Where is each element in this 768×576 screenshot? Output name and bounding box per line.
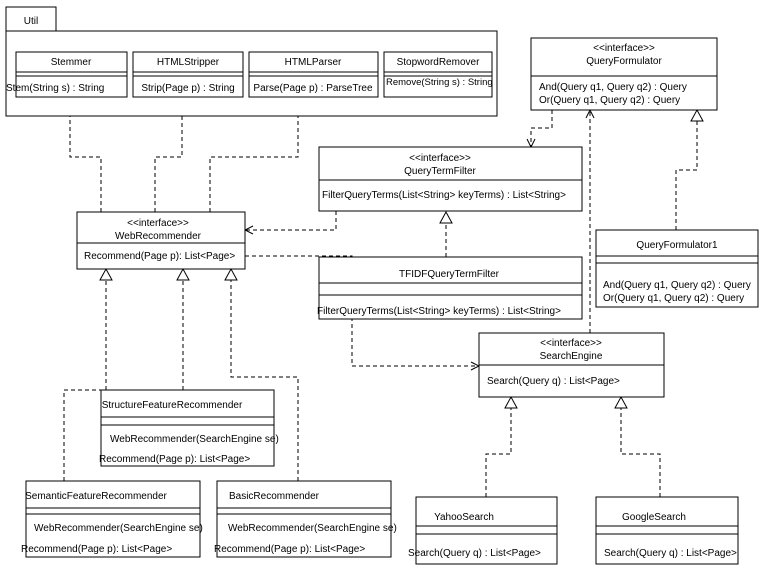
- class-method: Recommend(Page p): List<Page>: [214, 544, 365, 555]
- interface-searchengine[interactable]: <<interface>> SearchEngine Search(Query …: [478, 332, 665, 398]
- class-yahoosearch[interactable]: YahooSearch Search(Query q) : List<Page>: [408, 496, 558, 565]
- class-htmlstripper[interactable]: HTMLStripper Strip(Page p) : String: [132, 51, 244, 98]
- class-name: SemanticFeatureRecommender: [25, 491, 167, 502]
- class-name: HTMLStripper: [157, 57, 220, 68]
- class-googlesearch[interactable]: GoogleSearch Search(Query q) : List<Page…: [595, 496, 739, 565]
- class-name: GoogleSearch: [622, 512, 686, 523]
- class-name: SearchEngine: [540, 351, 603, 362]
- stereotype: <<interface>>: [409, 153, 471, 164]
- class-tfidf-querytermfilter[interactable]: TFIDFQueryTermFilter FilterQueryTerms(Li…: [317, 256, 583, 320]
- class-name: HTMLParser: [285, 57, 342, 68]
- class-stopwordremover[interactable]: StopwordRemover Remove(String s) : Strin…: [383, 51, 493, 98]
- class-name: Stemmer: [51, 57, 92, 68]
- class-method: Stem(String s) : String: [6, 83, 104, 94]
- class-name: WebRecommender: [115, 231, 202, 242]
- class-method: And(Query q1, Query q2) : Query: [603, 280, 751, 291]
- class-method: Or(Query q1, Query q2) : Query: [603, 293, 744, 304]
- class-basicrecommender[interactable]: BasicRecommender WebRecommender(SearchEn…: [214, 480, 397, 558]
- interface-queryformulator[interactable]: <<interface>> QueryFormulator And(Query …: [530, 37, 718, 111]
- class-semanticfeaturerecommender[interactable]: SemanticFeatureRecommender WebRecommende…: [21, 480, 203, 558]
- class-method: FilterQueryTerms(List<String> keyTerms) …: [322, 190, 566, 201]
- class-structurefeaturerecommender[interactable]: StructureFeatureRecommender WebRecommend…: [99, 389, 279, 467]
- class-name: TFIDFQueryTermFilter: [399, 269, 500, 280]
- class-htmlparser[interactable]: HTMLParser Parse(Page p) : ParseTree: [248, 51, 379, 98]
- realize-semantic-webrecommender: [63, 267, 113, 481]
- class-method: And(Query q1, Query q2) : Query: [539, 82, 687, 93]
- realize-yahoo-searchengine: [485, 395, 518, 497]
- class-name: QueryTermFilter: [404, 166, 476, 177]
- class-method: Recommend(Page p): List<Page>: [21, 544, 172, 555]
- realize-queryformulator1-queryformulator: [675, 108, 704, 230]
- realize-basic-webrecommender: [224, 267, 299, 481]
- class-name: YahooSearch: [434, 512, 494, 523]
- class-stemmer[interactable]: Stemmer Stem(String s) : String: [6, 51, 128, 98]
- dep-webrecommender-stemmer: [70, 100, 102, 212]
- dep-webrecommender-htmlstripper: [154, 100, 182, 212]
- realize-google-searchengine: [614, 395, 661, 497]
- class-method: Or(Query q1, Query q2) : Query: [539, 95, 680, 106]
- class-method: WebRecommender(SearchEngine se): [110, 434, 279, 445]
- class-name: BasicRecommender: [229, 491, 320, 502]
- class-method: Remove(String s) : String: [386, 77, 493, 88]
- class-method: Strip(Page p) : String: [141, 83, 234, 94]
- stereotype: <<interface>>: [127, 218, 189, 229]
- class-method: Search(Query q) : List<Page>: [408, 548, 541, 559]
- class-method: Recommend(Page p): List<Page>: [99, 454, 250, 465]
- class-method: Parse(Page p) : ParseTree: [253, 83, 373, 94]
- class-method: WebRecommender(SearchEngine se): [34, 523, 203, 534]
- class-method: FilterQueryTerms(List<String> keyTerms) …: [317, 306, 561, 317]
- class-method: Search(Query q) : List<Page>: [487, 376, 620, 387]
- class-queryformulator1[interactable]: QueryFormulator1 And(Query q1, Query q2)…: [595, 229, 759, 308]
- stereotype: <<interface>>: [593, 43, 655, 54]
- class-name: QueryFormulator: [586, 56, 662, 67]
- dep-webrecommender-htmlparser: [209, 100, 298, 212]
- class-name: StructureFeatureRecommender: [102, 400, 243, 411]
- class-method: Search(Query q) : List<Page>: [604, 548, 737, 559]
- class-method: WebRecommender(SearchEngine se): [228, 523, 397, 534]
- interface-querytermfilter[interactable]: <<interface>> QueryTermFilter FilterQuer…: [318, 146, 583, 212]
- stereotype: <<interface>>: [540, 338, 602, 349]
- class-name: StopwordRemover: [397, 57, 480, 68]
- interface-webrecommender[interactable]: <<interface>> WebRecommender Recommend(P…: [76, 211, 246, 270]
- class-name: QueryFormulator1: [636, 240, 718, 251]
- dep-querytermfilter-webrecommender: [245, 211, 337, 230]
- dep-queryformulator-querytermfilter: [531, 110, 553, 147]
- class-method: Recommend(Page p): List<Page>: [84, 251, 235, 262]
- util-package-label: Util: [24, 16, 38, 27]
